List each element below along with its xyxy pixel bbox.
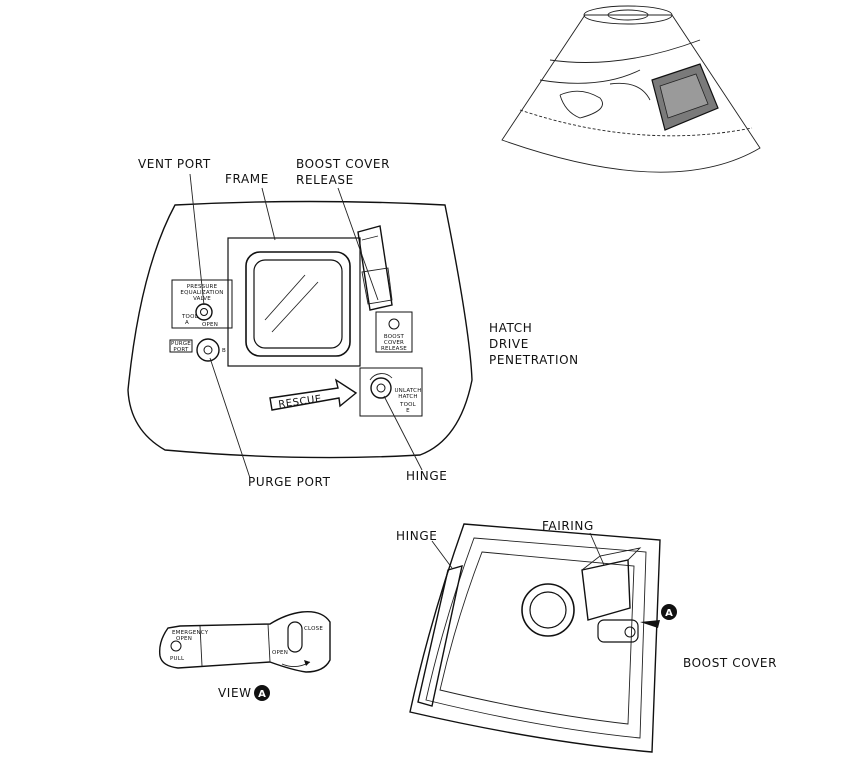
- view-a-detail: EMERGENCY OPEN PULL OPEN CLOSE: [158, 611, 331, 673]
- placard-release-1: BOOST: [384, 334, 405, 340]
- hinge-label-bottom: HINGE: [396, 529, 437, 543]
- placard-tool-e-1: TOOL: [399, 402, 417, 408]
- hinge-label-top: HINGE: [406, 469, 447, 483]
- view-label: VIEW: [218, 686, 252, 700]
- hatch-drive-label-3: PENETRATION: [489, 353, 579, 367]
- hatch-interior-view: A: [409, 523, 677, 753]
- placard-release-3: RELEASE: [381, 346, 407, 352]
- boost-cover-release-placard: [375, 311, 413, 353]
- rescue-arrow: [269, 378, 358, 411]
- placard-purge-2: PORT: [173, 347, 189, 353]
- hatch-drive-penetration-placard: [359, 367, 423, 417]
- vent-port-label: VENT PORT: [138, 157, 211, 171]
- fairing-label: FAIRING: [542, 519, 594, 533]
- hatch-exterior-view: BOOST COVER RELEASE PRESSURE EQUALIZATIO…: [127, 173, 473, 479]
- placard-purge-1: PURGE: [171, 341, 191, 347]
- vent-port-valve: [195, 303, 213, 321]
- view-a-emergency-port: [170, 640, 182, 652]
- hatch-drive-fitting: [370, 377, 392, 399]
- frame-label: FRAME: [225, 172, 269, 186]
- boost-cover-release-label-1: BOOST COVER: [296, 157, 390, 171]
- boost-cover-release-handle: [357, 225, 393, 311]
- interior-port: [521, 583, 575, 637]
- svg-text:B: B: [222, 348, 226, 354]
- purge-port-label: PURGE PORT: [248, 475, 331, 489]
- view-open: OPEN: [272, 650, 288, 656]
- view-emergency-2: OPEN: [176, 636, 192, 642]
- placard-unlock-1: UNLATCH: [394, 388, 421, 394]
- view-a-badge: [254, 685, 270, 701]
- placard-tool-e-2: E: [406, 408, 410, 414]
- view-close: CLOSE: [304, 626, 323, 632]
- placard-unlock-2: HATCH: [398, 394, 418, 400]
- vent-port-placard: [171, 279, 233, 329]
- frame: [227, 237, 361, 367]
- view-pull: PULL: [170, 656, 185, 662]
- interior-hinge-strip: [417, 565, 463, 707]
- placard-open: OPEN: [202, 322, 218, 328]
- purge-port: [196, 338, 220, 362]
- placard-tool-a-1: TOOL: [181, 314, 199, 320]
- hatch-window: [245, 251, 351, 357]
- hatch-drive-label-1: HATCH: [489, 321, 532, 335]
- purge-port-placard: [169, 339, 193, 353]
- placard-release-2: COVER: [384, 340, 404, 346]
- command-module-illustration: [501, 5, 761, 173]
- boost-cover-label: BOOST COVER: [683, 656, 777, 670]
- placard-pressure-2: EQUALIZATION: [180, 290, 223, 296]
- callout-a-letter: A: [665, 608, 673, 619]
- hatch-drive-label-2: DRIVE: [489, 337, 529, 351]
- placard-pressure-3: VALVE: [193, 296, 211, 302]
- boost-cover-release-label-2: RELEASE: [296, 173, 354, 187]
- hatch-outline: [127, 200, 473, 459]
- placard-tool-a-2: A: [185, 320, 189, 326]
- callout-a-marker: [661, 604, 677, 620]
- fairing: [581, 559, 631, 621]
- view-a-slot: [287, 621, 303, 653]
- view-a-letter: A: [258, 689, 266, 700]
- boost-cover-latch: [597, 619, 639, 643]
- view-emergency-1: EMERGENCY: [172, 630, 209, 636]
